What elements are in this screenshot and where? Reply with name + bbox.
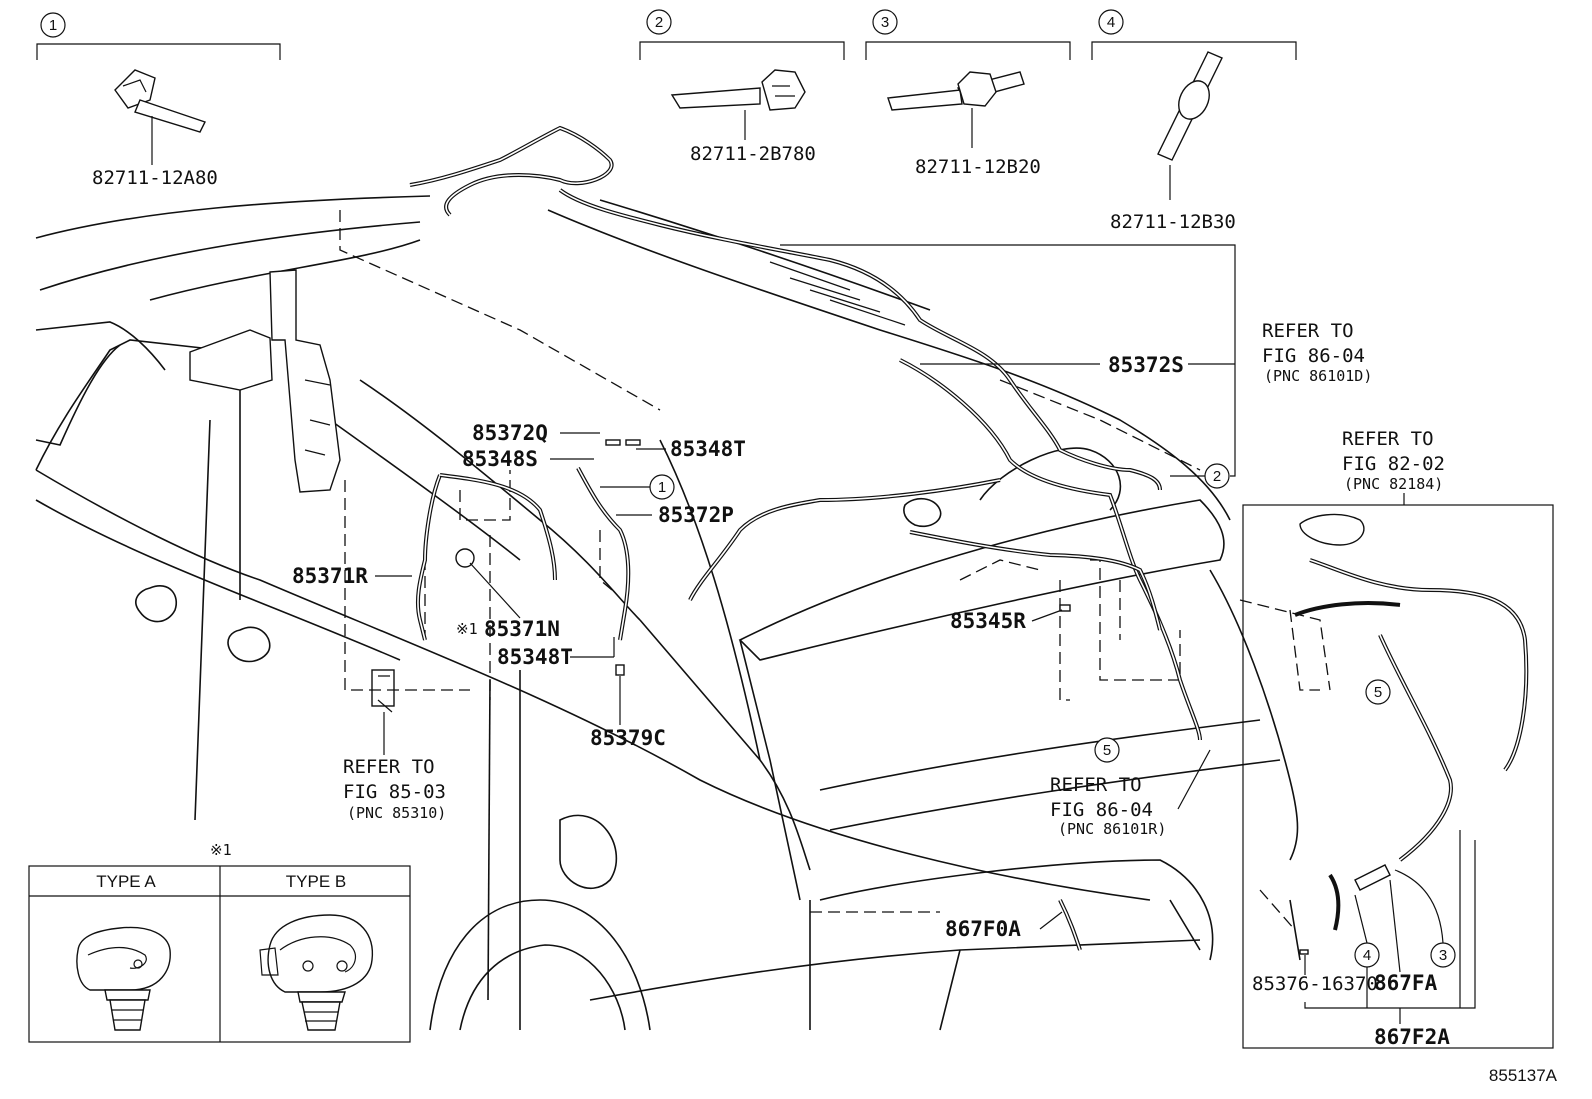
clamp-1-part-number: 82711-12A80 [92, 167, 218, 189]
washer-tank [189, 269, 395, 713]
callout-5-diagram-b [1365, 679, 1391, 705]
callout-4-top [1098, 9, 1124, 35]
part-85348S: 85348S [462, 447, 538, 471]
part-85345R: 85345R [950, 609, 1026, 633]
clamp-2-part-number: 82711-2B780 [690, 143, 816, 165]
washer-hoses [409, 125, 1529, 951]
type-a-clip-icon [76, 926, 171, 1031]
ref3-line1: REFER TO [343, 756, 435, 778]
part-85372S: 85372S [1108, 353, 1184, 377]
dashed-frames [339, 210, 1331, 931]
callout-5-diagram-a [1094, 737, 1120, 763]
ref2-line3: (PNC 82184) [1344, 475, 1443, 493]
part-85372P: 85372P [658, 503, 734, 527]
callout-1-top [40, 12, 66, 38]
ref4-line2: FIG 86-04 [1050, 799, 1153, 821]
part-85371N-mark: ※1 [456, 620, 478, 638]
type-b-label: TYPE B [286, 872, 346, 891]
clamp-4-icon [1157, 51, 1223, 161]
figure-id: 855137A [1489, 1066, 1558, 1085]
clamp-2-group: 2 82711-2B780 [639, 9, 845, 165]
ref4-line1: REFER TO [1050, 774, 1142, 796]
clamp-4-group: 4 82711-12B30 [1091, 9, 1297, 233]
ref3-line2: FIG 85-03 [343, 781, 446, 803]
clamp-3-part-number: 82711-12B20 [915, 156, 1041, 178]
part-85379C: 85379C [590, 726, 666, 750]
callout-3-label: 3 [881, 14, 889, 31]
type-a-label: TYPE A [96, 872, 156, 891]
ref2-line2: FIG 82-02 [1342, 453, 1445, 475]
clamp-3-group: 3 82711-12B20 [865, 9, 1071, 178]
part-85376-16370: 85376-16370 [1252, 973, 1378, 995]
part-867F0A: 867F0A [945, 917, 1021, 941]
callout-1-label: 1 [49, 17, 57, 34]
part-85372Q: 85372Q [472, 421, 548, 445]
part-85348T-top: 85348T [670, 437, 746, 461]
clamp-4-part-number: 82711-12B30 [1110, 211, 1236, 233]
part-867FA: 867FA [1374, 971, 1438, 995]
clamp-1-group: 1 82711-12A80 [36, 12, 281, 189]
type-b-clip-icon [259, 914, 374, 1031]
vehicle-body [35, 195, 1301, 1031]
refer-to-labels: REFER TO FIG 86-04 (PNC 86101D) REFER TO… [343, 320, 1554, 1049]
callout-4-diagram-label: 4 [1363, 947, 1371, 964]
part-85371R: 85371R [292, 564, 368, 588]
part-labels: 85372S 85372Q 85348S 85348T 85372P 85371… [292, 244, 1476, 1049]
clamp-1-icon [114, 69, 206, 133]
callout-2-top [646, 9, 672, 35]
callout-1-diagram-label: 1 [658, 479, 666, 496]
callout-5-diagram-b-label: 5 [1374, 684, 1382, 701]
ref2-line1: REFER TO [1342, 428, 1434, 450]
diagram-callouts: 1 2 5 5 4 3 [600, 463, 1456, 968]
hardware-pieces [455, 439, 1391, 955]
part-85371N: 85371N [484, 617, 560, 641]
callout-2-diagram-label: 2 [1213, 468, 1221, 485]
callout-2-label: 2 [655, 14, 663, 31]
callout-4-label: 4 [1107, 14, 1115, 31]
clamp-2-icon [670, 69, 806, 111]
callout-5-diagram-a-label: 5 [1103, 742, 1111, 759]
callout-3-diagram-label: 3 [1439, 947, 1447, 964]
ref1-line3: (PNC 86101D) [1264, 367, 1372, 385]
ref1-line2: FIG 86-04 [1262, 345, 1365, 367]
ref4-line3: (PNC 86101R) [1058, 820, 1166, 838]
detail-box [1242, 504, 1554, 1049]
clip-type-inset: ※1 TYPE A TYPE B [28, 841, 411, 1043]
part-85348T-mid: 85348T [497, 645, 573, 669]
callout-3-top [872, 9, 898, 35]
ref3-line3: (PNC 85310) [347, 804, 446, 822]
part-867F2A: 867F2A [1374, 1025, 1450, 1049]
inset-mark: ※1 [210, 841, 232, 859]
ref1-line1: REFER TO [1262, 320, 1354, 342]
clamp-3-icon [887, 71, 1025, 111]
